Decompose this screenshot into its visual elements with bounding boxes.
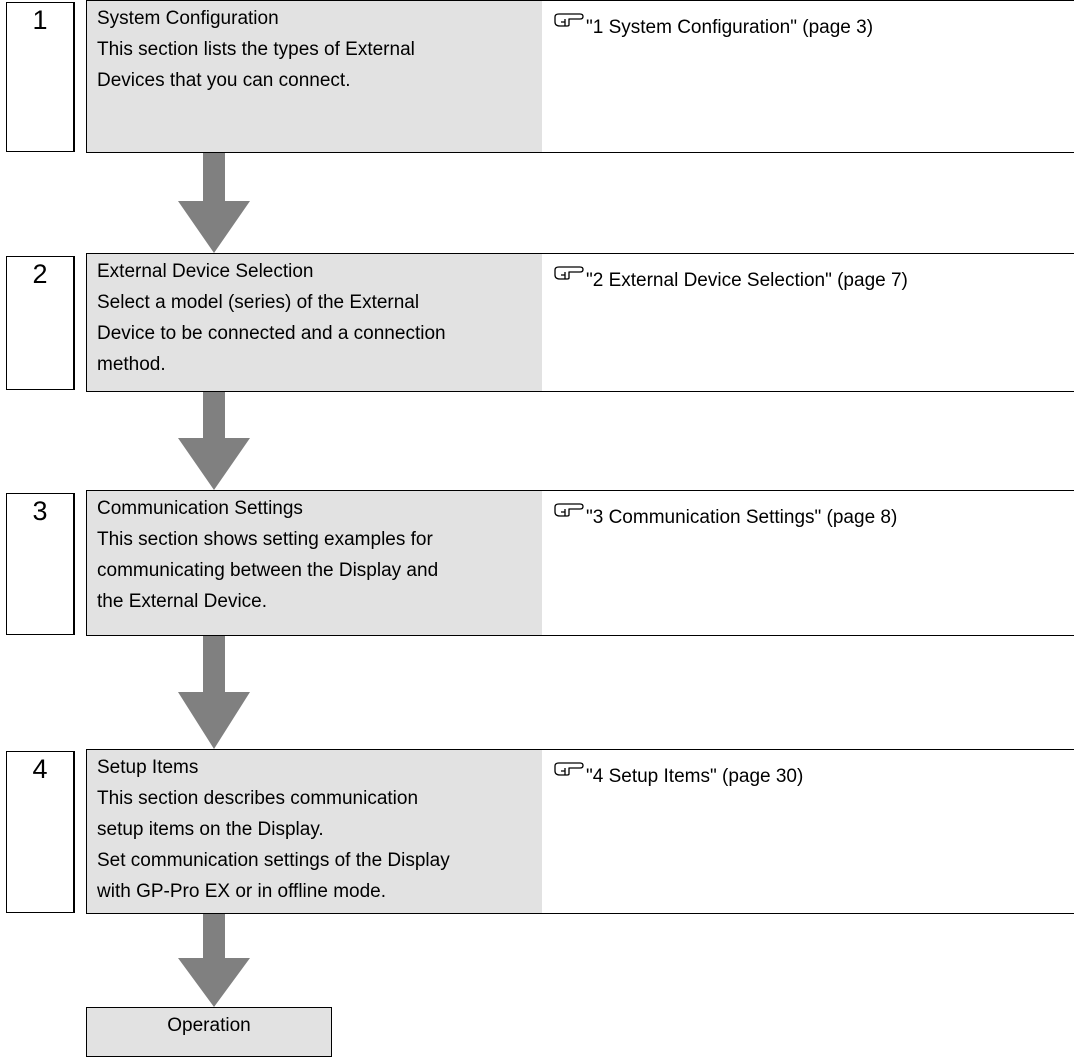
step-2-description: External Device Selection Select a model… (86, 253, 543, 392)
step-4-title: Setup Items (97, 757, 199, 778)
step-1-description: System Configuration This section lists … (86, 0, 543, 153)
step-3-reference-text: "3 Communication Settings" (page 8) (586, 507, 898, 528)
down-arrow-3 (178, 636, 250, 749)
step-3-desc-line-2: communicating between the Display and (97, 560, 439, 581)
step-3-desc-line-3: the External Device. (97, 591, 268, 612)
pointing-hand-icon (554, 762, 584, 776)
step-4-desc-line-2: setup items on the Display. (97, 819, 324, 840)
step-4-description: Setup Items This section describes commu… (86, 749, 543, 914)
step-2-reference[interactable]: "2 External Device Selection" (page 7) (542, 253, 1074, 392)
down-arrow-1 (178, 153, 250, 253)
step-2-desc-line-3: method. (97, 354, 166, 375)
operation-box: Operation (86, 1007, 332, 1057)
step-2-desc-line-1: Select a model (series) of the External (97, 292, 420, 313)
pointing-hand-icon (554, 266, 584, 280)
step-1-desc-line-1: This section lists the types of External (97, 39, 415, 60)
down-arrow-4 (178, 914, 250, 1007)
operation-label: Operation (167, 1015, 251, 1036)
step-1-reference[interactable]: "1 System Configuration" (page 3) (542, 0, 1074, 153)
step-3-reference[interactable]: "3 Communication Settings" (page 8) (542, 490, 1074, 636)
step-2-number: 2 (6, 256, 75, 390)
step-4-desc-line-1: This section describes communication (97, 788, 419, 809)
step-3-desc-line-1: This section shows setting examples for (97, 529, 433, 550)
step-4-number: 4 (6, 751, 75, 913)
down-arrow-2 (178, 392, 250, 490)
pointing-hand-icon (554, 13, 584, 27)
pointing-hand-icon (554, 503, 584, 517)
step-4-reference[interactable]: "4 Setup Items" (page 30) (542, 749, 1074, 914)
step-4-desc-line-3: Set communication settings of the Displa… (97, 850, 450, 871)
step-1-number: 1 (6, 2, 75, 152)
step-3-description: Communication Settings This section show… (86, 490, 543, 636)
step-4-desc-line-4: with GP-Pro EX or in offline mode. (97, 881, 386, 902)
step-3-title: Communication Settings (97, 498, 303, 519)
step-2-reference-text: "2 External Device Selection" (page 7) (586, 270, 908, 291)
step-2-title: External Device Selection (97, 261, 314, 282)
step-1-reference-text: "1 System Configuration" (page 3) (586, 17, 874, 38)
step-1-desc-line-2: Devices that you can connect. (97, 70, 351, 91)
step-1-title: System Configuration (97, 8, 279, 29)
step-4-reference-text: "4 Setup Items" (page 30) (586, 766, 804, 787)
step-2-desc-line-2: Device to be connected and a connection (97, 323, 446, 344)
step-3-number: 3 (6, 493, 75, 635)
